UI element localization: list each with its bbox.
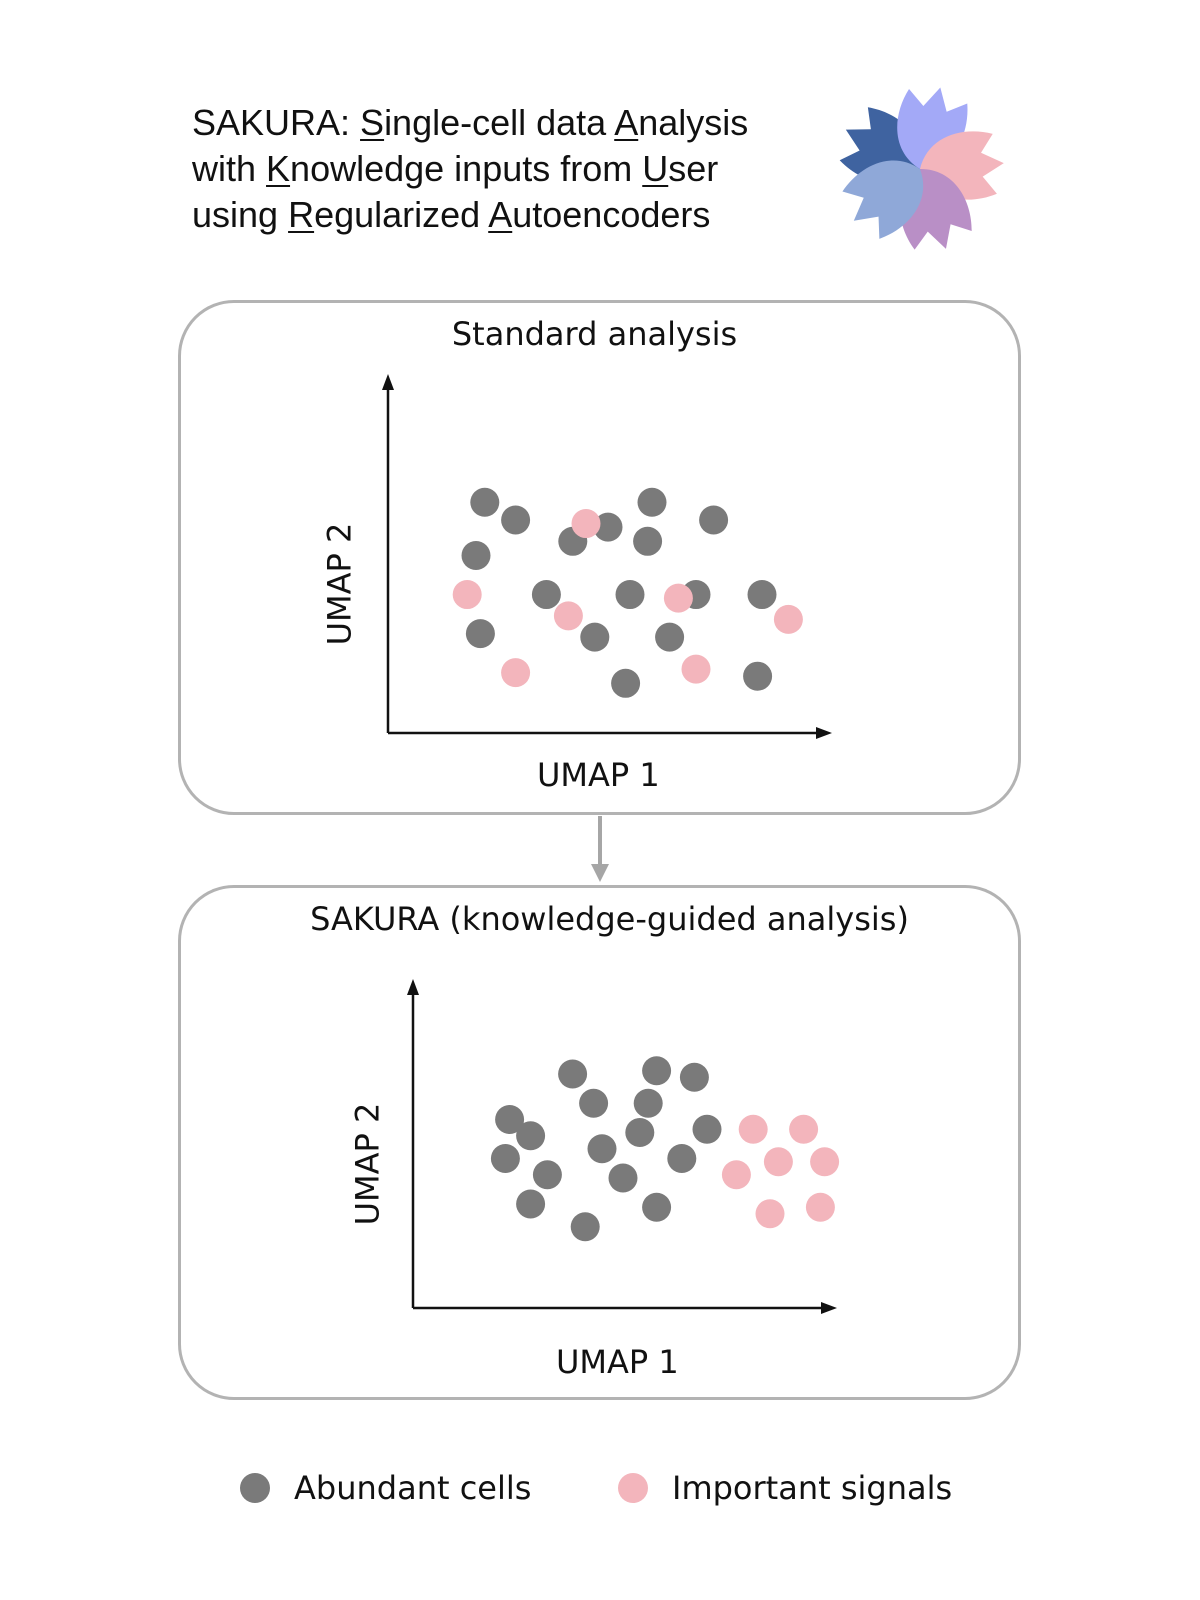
important-signal-point	[681, 654, 711, 684]
acronym-letter: A	[614, 102, 639, 143]
title-line-2: with Knowledge inputs from User	[192, 146, 812, 192]
important-signal-point	[721, 1160, 751, 1190]
abundant-cell-point	[637, 487, 667, 517]
acronym-letter: S	[360, 102, 385, 143]
important-signal-point	[810, 1147, 840, 1177]
abundant-cell-marker	[240, 1473, 270, 1503]
abundant-cell-point	[679, 1062, 709, 1092]
abundant-cell-point	[692, 1114, 722, 1144]
abundant-cell-point	[558, 1059, 588, 1089]
abundant-cell-point	[580, 622, 610, 652]
y-axis-label: UMAP 2	[320, 522, 359, 646]
panel-title: Standard analysis	[451, 315, 738, 353]
x-axis-label: UMAP 1	[537, 756, 660, 794]
abundant-cell-point	[470, 487, 500, 517]
abundant-cell-point	[625, 1118, 655, 1147]
important-signal-point	[571, 509, 601, 539]
abundant-cell-point	[531, 580, 561, 610]
important-signal-point	[501, 658, 531, 688]
figure-title: SAKURA: Single-cell data Analysis with K…	[192, 100, 812, 238]
important-signal-point	[755, 1199, 785, 1229]
abundant-cell-point	[611, 668, 641, 698]
abundant-cell-point	[532, 1160, 562, 1190]
title-text: using	[192, 194, 289, 235]
title-line-3: using Regularized Autoencoders	[192, 192, 812, 238]
important-signal-point	[738, 1114, 768, 1144]
legend: Abundant cells Important signals	[240, 1458, 1040, 1518]
abundant-cell-point	[633, 526, 663, 556]
important-signal-point	[773, 604, 803, 634]
title-line-1: SAKURA: Single-cell data Analysis	[192, 100, 812, 146]
important-signal-point	[805, 1192, 835, 1222]
legend-item-important: Important signals	[618, 1458, 952, 1518]
abundant-cell-point	[747, 580, 777, 610]
important-signal-point	[663, 583, 693, 613]
title-text: egularized	[314, 194, 489, 235]
abundant-cell-point	[516, 1189, 546, 1219]
sakura-scatter-plot	[407, 979, 840, 1314]
y-axis-label: UMAP 2	[348, 1102, 387, 1226]
abundant-cell-point	[642, 1192, 672, 1222]
logo-petals	[839, 87, 1004, 250]
acronym-letter: K	[266, 148, 291, 189]
y-axis-arrowhead	[407, 979, 419, 995]
abundant-cell-point	[743, 661, 773, 691]
legend-item-abundant: Abundant cells	[240, 1458, 531, 1518]
abundant-cell-point	[655, 622, 685, 652]
title-text: nalysis	[638, 102, 749, 143]
x-axis-label: UMAP 1	[556, 1343, 679, 1381]
abundant-cell-point	[516, 1121, 546, 1151]
abundant-cell-point	[570, 1212, 600, 1242]
important-signal-point	[553, 601, 583, 631]
title-text: utoencoders	[512, 194, 711, 235]
abundant-cell-point	[465, 619, 495, 649]
abundant-cell-point	[461, 541, 491, 570]
logo-petal	[842, 160, 924, 239]
flow-arrow	[591, 816, 609, 882]
abundant-cell-point	[633, 1088, 663, 1118]
abundant-cell-point	[699, 505, 729, 535]
standard-scatter-plot	[382, 374, 832, 739]
abundant-cell-point	[667, 1144, 697, 1173]
abundant-cell-point	[579, 1088, 609, 1118]
panel-title: SAKURA (knowledge-guided analysis)	[310, 900, 909, 938]
abundant-cell-point	[593, 512, 623, 542]
y-axis-arrowhead	[382, 374, 394, 390]
legend-label: Abundant cells	[294, 1469, 532, 1507]
important-signal-point	[789, 1114, 819, 1144]
acronym-letter: U	[642, 148, 669, 189]
arrow-head	[591, 864, 609, 882]
standard-analysis-panel: Standard analysis UMAP 1 UMAP 2	[178, 300, 1021, 815]
title-text: ser	[668, 148, 719, 189]
abundant-cell-point	[501, 505, 531, 535]
abundant-cell-point	[587, 1134, 617, 1164]
abundant-cell-point	[615, 580, 645, 610]
title-text: nowledge inputs from	[290, 148, 643, 189]
important-signal-point	[763, 1147, 793, 1177]
acronym-letter: A	[488, 194, 513, 235]
title-text: ingle-cell data	[384, 102, 615, 143]
abundant-cell-point	[608, 1163, 638, 1193]
abundant-cell-point	[495, 1105, 525, 1134]
legend-label: Important signals	[672, 1469, 953, 1507]
x-axis-arrowhead	[821, 1302, 837, 1314]
abundant-cell-point	[642, 1056, 672, 1086]
important-signal-marker	[618, 1473, 648, 1503]
x-axis-arrowhead	[816, 727, 832, 739]
sakura-analysis-panel: SAKURA (knowledge-guided analysis) UMAP …	[178, 885, 1021, 1400]
title-text: SAKURA:	[192, 102, 361, 143]
acronym-letter: R	[288, 194, 315, 235]
sakura-flower-icon	[839, 87, 1004, 250]
abundant-cell-point	[490, 1144, 520, 1173]
important-signal-point	[452, 580, 482, 610]
title-text: with	[192, 148, 267, 189]
